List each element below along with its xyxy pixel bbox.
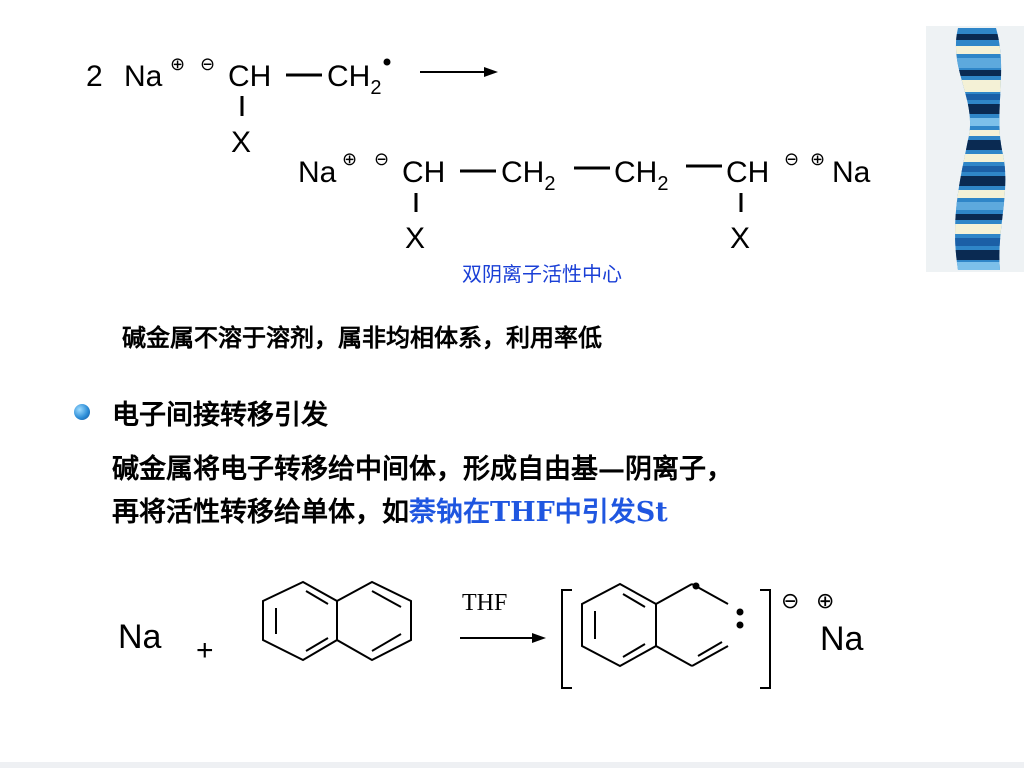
radical-dot xyxy=(383,58,391,66)
lone-pair-dot xyxy=(736,621,744,629)
plus-charge: ⊕ xyxy=(170,54,185,74)
sodium-label-right: Na xyxy=(832,156,871,189)
ch-group-right: CH xyxy=(726,156,769,189)
reaction-1: 2 Na ⊕ ⊖ CH CH2 X xyxy=(86,54,498,159)
plus-charge: ⊕ xyxy=(816,588,834,613)
bullet-dot-icon xyxy=(74,404,90,420)
substituent-x-right: X xyxy=(730,222,750,255)
plus-charge-left: ⊕ xyxy=(342,149,357,169)
description-line-2-prefix: 再将活性转移给单体，如 xyxy=(112,497,409,528)
footer-bar xyxy=(0,762,1024,768)
substituent-x-left: X xyxy=(405,222,425,255)
ch-group-left: CH xyxy=(402,156,445,189)
bullet-title: 电子间接转移引发 xyxy=(112,400,328,431)
radical-anion-structure xyxy=(581,582,729,668)
minus-charge: ⊖ xyxy=(200,54,215,74)
sodium-reactant: Na xyxy=(118,618,162,656)
sodium-label-left: Na xyxy=(298,156,337,189)
reaction-2: Na + THF xyxy=(118,580,864,689)
dianion-caption: 双阴离子活性中心 xyxy=(462,262,622,286)
highlight-example: 萘钠在THF中引发St xyxy=(409,497,668,528)
left-bracket xyxy=(561,589,572,689)
minus-charge-left: ⊖ xyxy=(374,149,389,169)
heterogeneous-note: 碱金属不溶于溶剂，属非均相体系，利用率低 xyxy=(122,323,602,352)
solvent-label: THF xyxy=(462,590,507,616)
description-line-2: 再将活性转移给单体，如萘钠在THF中引发St xyxy=(112,490,668,529)
decorative-striped-ribbon xyxy=(926,26,1024,272)
coefficient: 2 xyxy=(86,60,103,93)
sodium-label: Na xyxy=(124,60,163,93)
substituent-x: X xyxy=(231,126,251,159)
ch2-group-1: CH2 xyxy=(501,156,555,195)
sodium-counterion: Na xyxy=(820,620,864,658)
right-bracket xyxy=(760,589,771,689)
dianion-product: Na ⊕ ⊖ CH CH2 CH2 CH ⊖ ⊕ Na X X xyxy=(298,149,871,255)
plus-charge-right: ⊕ xyxy=(810,149,825,169)
naphthalene-structure xyxy=(262,580,412,662)
minus-charge: ⊖ xyxy=(781,588,799,613)
reaction-arrow-icon xyxy=(460,633,546,643)
description-line-1: 碱金属将电子转移给中间体，形成自由基—阴离子， xyxy=(112,454,733,485)
minus-charge-right: ⊖ xyxy=(784,149,799,169)
reaction-arrow-icon xyxy=(420,67,498,77)
lone-pair-dot xyxy=(736,608,744,616)
plus-sign: + xyxy=(196,634,214,667)
ch-group: CH xyxy=(228,60,271,93)
radical-dot xyxy=(692,582,700,590)
ch2-group-2: CH2 xyxy=(614,156,668,195)
ch2-group: CH2 xyxy=(327,60,381,99)
